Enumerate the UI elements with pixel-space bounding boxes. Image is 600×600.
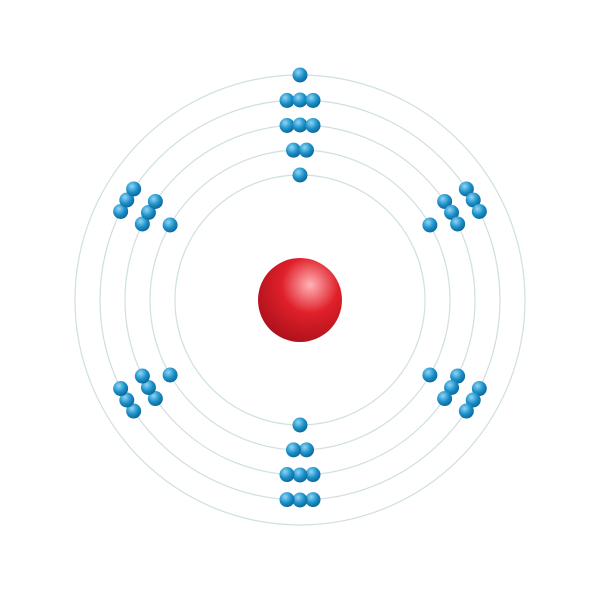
electron-shell-4-16 [113,203,129,219]
electron-shell-5-1 [292,67,308,83]
electron-shell-2-1 [286,142,301,158]
electron-shell-4-5 [465,192,481,208]
electron-shell-4-3 [305,92,321,108]
electron-shell-3-3 [305,117,321,133]
electron-shell-3-8 [444,380,460,395]
electron-shell-3-12 [279,467,295,483]
electron-shell-3-7 [450,368,466,384]
electron-shell-4-6 [471,203,487,219]
electron-shell-4-2 [292,92,308,108]
electron-shell-2-4 [422,367,438,383]
electron-shell-2-2 [299,142,314,158]
electron-shell-4-4 [458,181,474,197]
electron-shell-3-4 [437,193,453,209]
electron-shell-3-2 [292,117,308,133]
electron-shell-3-1 [279,117,295,133]
electron-shell-3-5 [444,205,460,220]
electron-shell-3-9 [437,391,453,407]
electron-shell-3-17 [140,205,156,220]
electron-shell-1-2 [292,417,308,433]
electron-shell-4-7 [471,381,487,397]
electron-shell-4-8 [465,392,481,408]
electron-shell-3-10 [305,467,321,483]
electron-shell-3-16 [134,216,150,232]
electron-shell-2-3 [422,217,438,233]
electron-shell-4-9 [458,403,474,419]
electron-shell-2-5 [299,442,314,458]
electron-shell-3-15 [134,368,150,384]
electron-shell-4-17 [119,192,135,208]
electron-shell-4-1 [279,92,295,108]
electron-shell-2-8 [162,217,178,233]
electron-shell-3-18 [147,193,163,209]
electron-shell-2-6 [286,442,301,458]
electron-shell-3-13 [147,391,163,407]
electron-shell-4-18 [126,181,142,197]
electron-shell-3-14 [140,380,156,395]
electron-shell-4-14 [119,392,135,408]
electron-shell-4-11 [292,492,308,508]
electron-shell-2-7 [162,367,178,383]
electron-shell-4-13 [126,403,142,419]
electrons [113,67,487,508]
nucleus-group [258,258,342,342]
electron-shell-4-15 [113,381,129,397]
electron-shell-4-12 [279,492,295,508]
electron-shell-4-10 [305,492,321,508]
electron-shell-3-6 [450,216,466,232]
nucleus [258,258,342,342]
electron-shell-1-1 [292,167,308,183]
electron-shell-3-11 [292,467,308,483]
